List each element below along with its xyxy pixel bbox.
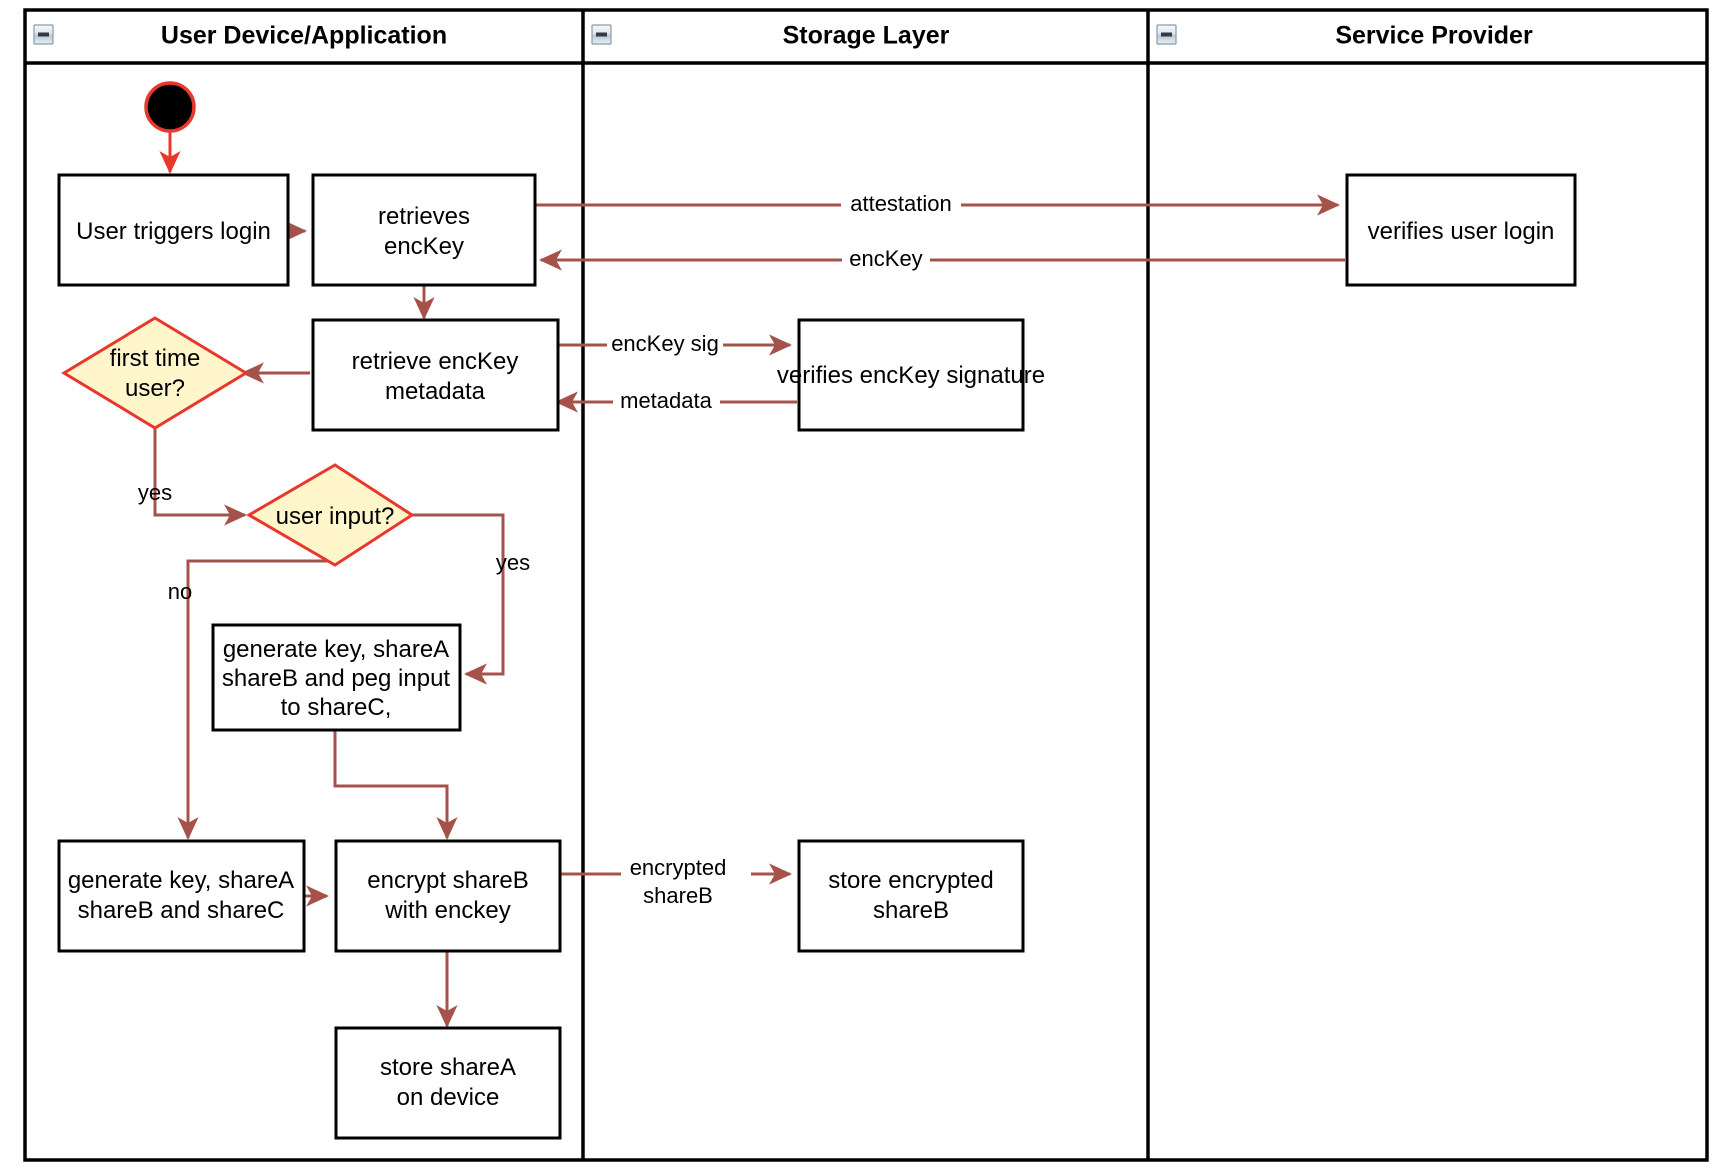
node-label: on device (397, 1084, 500, 1111)
diagram-frame (23, 8, 1709, 1162)
lane-header-storage[interactable]: Storage Layer (591, 22, 950, 50)
svg-text:attestation: attestation (850, 191, 952, 216)
node-label: generate key, shareA (223, 636, 449, 663)
lane-header-service-provider[interactable]: Service Provider (1156, 22, 1533, 50)
edge-label-yes-user-input: yes (496, 550, 530, 575)
node-label: verifies user login (1368, 218, 1555, 245)
node-label: shareB (873, 897, 949, 924)
svg-text:metadata: metadata (620, 388, 712, 413)
node-label: encrypt shareB (367, 867, 528, 894)
node-label: retrieves (378, 203, 470, 230)
node-label: generate key, shareA (68, 867, 294, 894)
node-label: first time (110, 345, 201, 372)
edge-user-input-no (177, 559, 335, 840)
svg-text:shareB: shareB (643, 883, 713, 908)
svg-text:yes: yes (496, 550, 530, 575)
edge-label-encrypted-shareb: encrypted shareB (621, 855, 751, 913)
node-user-input-decision[interactable]: user input? (246, 463, 415, 567)
edge-peg-to-encrypt (333, 729, 458, 840)
edge-label-metadata: metadata (613, 387, 720, 413)
svg-text:encKey sig: encKey sig (611, 331, 719, 356)
collapse-minus-icon[interactable] (591, 24, 612, 45)
edge-first-time-yes (153, 416, 247, 526)
node-label: shareB and shareC (78, 897, 285, 924)
node-generate-key-abc[interactable]: generate key, shareA shareB and shareC (57, 839, 306, 953)
node-encrypt-shareb[interactable]: encrypt shareB with enckey (334, 839, 562, 953)
node-label: User triggers login (76, 218, 271, 245)
svg-text:encrypted: encrypted (630, 855, 727, 880)
lane-title-storage: Storage Layer (783, 22, 950, 50)
node-retrieve-enckey-metadata[interactable]: retrieve encKey metadata (311, 318, 560, 432)
edge-label-enckey: encKey (842, 245, 930, 271)
svg-text:no: no (168, 579, 192, 604)
node-verifies-enckey-signature[interactable]: verifies encKey signature (777, 318, 1045, 432)
node-generate-key-peg[interactable]: generate key, shareA shareB and peg inpu… (211, 623, 462, 732)
collapse-minus-icon[interactable] (1156, 24, 1177, 45)
node-verifies-user-login[interactable]: verifies user login (1345, 173, 1577, 287)
lane-title-user-device: User Device/Application (161, 22, 447, 50)
edge-user-input-yes (409, 513, 505, 685)
edge-label-no-user-input: no (168, 579, 192, 604)
node-retrieves-enckey[interactable]: retrieves encKey (311, 173, 537, 287)
edge-label-yes-first-time: yes (138, 480, 172, 505)
lane-header-user-device[interactable]: User Device/Application (33, 22, 447, 50)
node-label: store shareA (380, 1054, 516, 1081)
node-label: store encrypted (828, 867, 993, 894)
node-label: verifies encKey signature (777, 362, 1045, 389)
node-label: user input? (276, 503, 395, 530)
node-store-sharea-on-device[interactable]: store shareA on device (334, 1026, 562, 1140)
node-label: metadata (385, 378, 486, 405)
collapse-minus-icon[interactable] (33, 24, 54, 45)
edge-label-enckey-sig: encKey sig (607, 330, 723, 356)
node-label: with enckey (384, 897, 510, 924)
initial-node (144, 81, 196, 133)
node-label: shareB and peg input (222, 665, 451, 692)
svg-text:encKey: encKey (849, 246, 922, 271)
node-label: retrieve encKey (352, 348, 519, 375)
node-first-time-user-decision[interactable]: first time user? (61, 316, 249, 430)
edge-label-attestation: attestation (841, 190, 961, 216)
node-label: to shareC, (281, 694, 392, 721)
lane-title-service-provider: Service Provider (1335, 22, 1533, 50)
node-store-encrypted-shareb[interactable]: store encrypted shareB (797, 839, 1025, 953)
svg-text:yes: yes (138, 480, 172, 505)
node-label: user? (125, 375, 185, 402)
node-user-triggers-login[interactable]: User triggers login (57, 173, 290, 287)
node-label: encKey (384, 233, 464, 260)
